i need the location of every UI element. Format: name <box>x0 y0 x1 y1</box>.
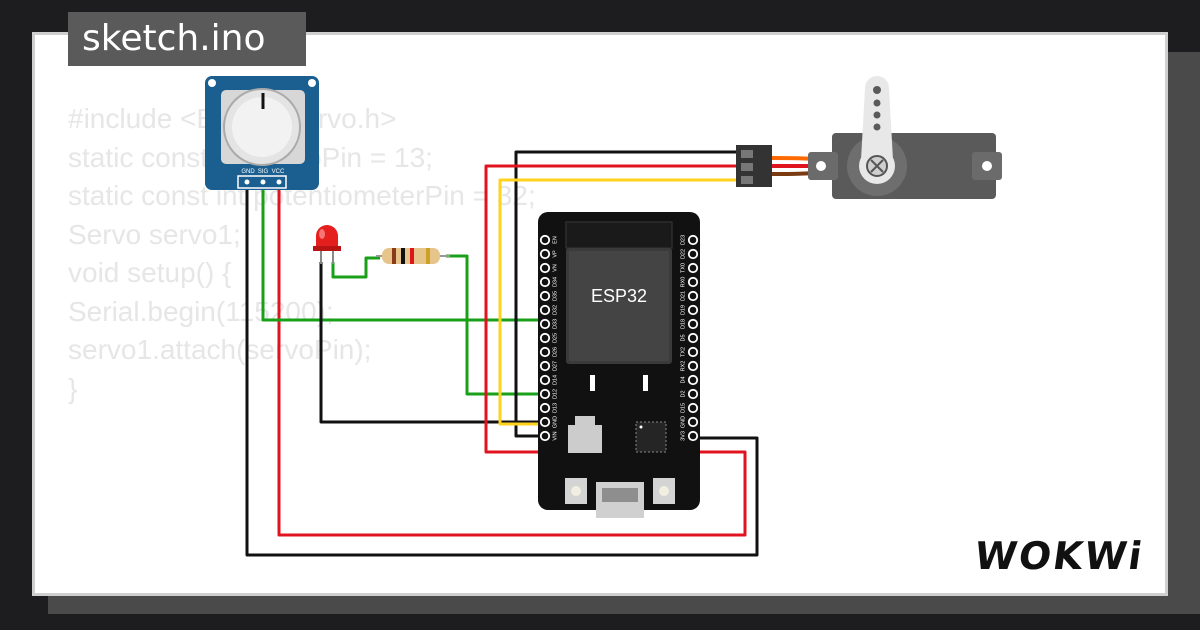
esp32-left-pin-vn[interactable] <box>539 262 551 274</box>
esp32-pin-label: D18 <box>680 319 686 329</box>
code-line: void setup() { <box>68 257 232 288</box>
esp32-left-pin-d13[interactable] <box>539 402 551 414</box>
esp32-left-pin-d25[interactable] <box>539 332 551 344</box>
esp32-left-pin-d14[interactable] <box>539 374 551 386</box>
esp32-left-pin-vin[interactable] <box>539 430 551 442</box>
esp32-right-pin-rx2[interactable] <box>687 360 699 372</box>
esp32-pin-label: D33 <box>552 319 558 329</box>
wokwi-logo: WOKWi <box>971 534 1147 578</box>
pot-pin-label: GND <box>241 169 255 175</box>
esp32-left-pin-d33[interactable] <box>539 318 551 330</box>
esp32-pin-label: VIN <box>552 431 558 440</box>
esp32-chip-label: ESP32 <box>591 286 647 306</box>
esp32-pin-label: D14 <box>552 375 558 385</box>
esp32-left-pin-d32[interactable] <box>539 304 551 316</box>
esp32-right-pin-rx0[interactable] <box>687 276 699 288</box>
esp32-right-pin-d5[interactable] <box>687 332 699 344</box>
wire-servo-signal[interactable] <box>498 178 737 426</box>
esp32-pin-label: D15 <box>680 403 686 413</box>
esp32-pin-label: EN <box>552 236 558 244</box>
esp32-right-pin-d23[interactable] <box>687 234 699 246</box>
esp32-pin-label: D19 <box>680 305 686 315</box>
wire-servo-vcc[interactable] <box>484 164 737 454</box>
esp32-pin-label: D13 <box>552 403 558 413</box>
potentiometer[interactable]: GND SIG VCC <box>205 76 319 190</box>
esp32-right-pin-d2[interactable] <box>687 388 699 400</box>
wire-led-resistor[interactable] <box>331 256 380 279</box>
esp32-pin-label: D4 <box>680 376 686 383</box>
resistor[interactable] <box>376 248 450 264</box>
esp32-pin-label: RX2 <box>680 361 686 372</box>
esp32-right-pin-d21[interactable] <box>687 290 699 302</box>
esp32-right-pin-tx0[interactable] <box>687 262 699 274</box>
esp32-pin-label: GND <box>552 416 558 428</box>
esp32-pin-label: VP <box>552 250 558 258</box>
esp32-pin-label: D23 <box>680 235 686 245</box>
wire-servo-gnd[interactable] <box>514 150 737 438</box>
code-line: Servo servo1; <box>68 218 241 250</box>
pot-pin-label: SIG <box>258 169 269 175</box>
esp32-pin-label: D22 <box>680 249 686 259</box>
servo-motor[interactable] <box>736 76 1002 199</box>
esp32-pin-label: D32 <box>552 305 558 315</box>
esp32-left-pin-d26[interactable] <box>539 346 551 358</box>
code-line: } <box>68 372 78 404</box>
esp32-left-pin-d27[interactable] <box>539 360 551 372</box>
esp32-board[interactable]: ESP32 ENVPVND34D35D32D33D25D26D27D14D12D… <box>538 212 700 518</box>
esp32-pin-label: GND <box>680 416 686 428</box>
esp32-left-pin-gnd[interactable] <box>539 416 551 428</box>
esp32-left-pin-vp[interactable] <box>539 248 551 260</box>
esp32-pin-label: D35 <box>552 291 558 301</box>
esp32-pin-label: D26 <box>552 347 558 357</box>
esp32-left-pin-d35[interactable] <box>539 290 551 302</box>
esp32-right-pin-d15[interactable] <box>687 402 699 414</box>
wire-pot-gnd[interactable] <box>245 178 759 557</box>
esp32-pin-label: D5 <box>680 334 686 341</box>
esp32-pin-label: TX2 <box>680 347 686 357</box>
esp32-right-pin-gnd[interactable] <box>687 416 699 428</box>
esp32-right-pin-tx2[interactable] <box>687 346 699 358</box>
wire-pot-vcc[interactable] <box>277 178 747 537</box>
led[interactable] <box>313 225 341 264</box>
esp32-right-pin-d4[interactable] <box>687 374 699 386</box>
file-tab[interactable]: sketch.ino <box>68 12 306 66</box>
esp32-right-pin-3v3[interactable] <box>687 430 699 442</box>
esp32-left-pin-d34[interactable] <box>539 276 551 288</box>
pot-pin-label: VCC <box>272 169 285 175</box>
wire-pot-sig[interactable] <box>261 178 543 322</box>
esp32-pin-label: D34 <box>552 277 558 287</box>
esp32-left-pin-en[interactable] <box>539 234 551 246</box>
wire-resistor-d14[interactable] <box>446 254 543 396</box>
esp32-pin-label: RX0 <box>680 277 686 288</box>
esp32-left-pin-d12[interactable] <box>539 388 551 400</box>
esp32-pin-label: D27 <box>552 361 558 371</box>
esp32-right-pin-d18[interactable] <box>687 318 699 330</box>
esp32-pin-label: D25 <box>552 333 558 343</box>
esp32-pin-label: 3V3 <box>680 431 686 441</box>
esp32-pin-label: VN <box>552 264 558 272</box>
esp32-pin-label: D12 <box>552 389 558 399</box>
esp32-pin-label: D21 <box>680 291 686 301</box>
esp32-right-pin-d22[interactable] <box>687 248 699 260</box>
esp32-right-pin-d19[interactable] <box>687 304 699 316</box>
esp32-pin-label: D2 <box>680 390 686 397</box>
wire-led-gnd[interactable] <box>319 262 543 424</box>
esp32-pin-label: TX0 <box>680 263 686 273</box>
